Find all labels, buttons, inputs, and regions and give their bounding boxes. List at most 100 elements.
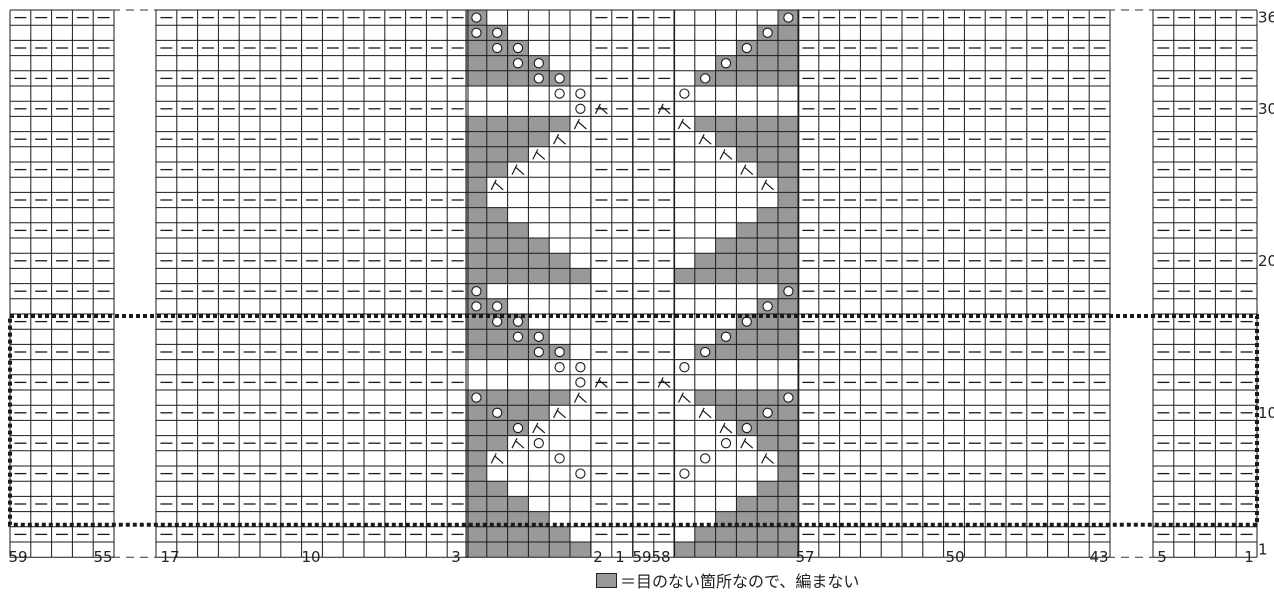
stitch-number-label: 55 [93, 548, 112, 566]
no-stitch-cell [778, 116, 799, 132]
no-stitch-cell [674, 268, 695, 284]
yarn-over-circle-symbol [783, 392, 794, 403]
no-stitch-cell [694, 268, 716, 284]
no-stitch-cell [486, 329, 508, 345]
no-stitch-cell [507, 344, 529, 360]
no-stitch-cell [507, 526, 529, 542]
yarn-over-circle-symbol [700, 73, 711, 84]
no-stitch-cell [778, 238, 799, 254]
yarn-over-circle-symbol [762, 27, 773, 38]
no-stitch-cell [778, 131, 799, 147]
no-stitch-cell [778, 146, 799, 162]
no-stitch-cell [528, 116, 550, 132]
k2tog-symbol [532, 149, 546, 160]
no-stitch-cell [736, 329, 758, 345]
yarn-over-circle-symbol [741, 422, 752, 434]
no-stitch-cell [778, 192, 799, 208]
no-stitch-cell [466, 314, 487, 330]
k2tog-symbol [573, 392, 587, 404]
k2tog-symbol [553, 133, 566, 145]
no-stitch-cell [507, 116, 529, 132]
no-stitch-cell [528, 526, 550, 542]
yarn-over-circle-symbol [575, 377, 586, 388]
yarn-over-circle-symbol [720, 58, 732, 69]
yarn-over-circle-symbol [554, 346, 565, 358]
no-stitch-cell [715, 390, 737, 406]
no-stitch-cell [466, 192, 487, 208]
no-stitch-cell [778, 162, 799, 178]
highlight-box [8, 314, 1259, 527]
k2tog-symbol [719, 422, 733, 434]
no-stitch-cell [757, 116, 778, 132]
yarn-over-circle-symbol [512, 42, 524, 54]
no-stitch-cell [778, 25, 799, 41]
yarn-over-circle-symbol [471, 12, 482, 23]
yarn-over-circle-symbol [492, 42, 503, 54]
row-number-label: 1 [1258, 541, 1268, 559]
k2tog-symbol [594, 103, 608, 115]
no-stitch-cell [486, 222, 508, 238]
no-stitch-cell [736, 70, 758, 86]
yarn-over-circle-symbol [762, 301, 773, 312]
no-stitch-cell [757, 238, 778, 254]
no-stitch-cell [466, 222, 487, 238]
no-stitch-cell [778, 70, 799, 86]
legend-text: ＝目のない箇所なので、編まない [620, 572, 860, 591]
no-stitch-cell [486, 116, 508, 132]
no-stitch-cell [778, 298, 799, 314]
no-stitch-cell [715, 344, 737, 360]
no-stitch-cell [486, 496, 508, 512]
no-stitch-cell [466, 207, 487, 223]
no-stitch-cell [466, 116, 487, 132]
no-stitch-cell [507, 542, 529, 558]
no-stitch-cell [674, 542, 695, 558]
k2tog-symbol [532, 422, 546, 434]
no-stitch-cell [736, 542, 758, 558]
k2tog-symbol [740, 437, 754, 449]
no-stitch-cell [486, 55, 508, 71]
no-stitch-cell [466, 70, 487, 86]
k2tog-symbol [657, 377, 671, 388]
no-stitch-cell [507, 222, 529, 238]
no-stitch-cell [466, 55, 487, 71]
yarn-over-circle-symbol [679, 88, 690, 99]
no-stitch-cell [757, 146, 778, 162]
no-stitch-cell [528, 238, 550, 254]
yarn-over-circle-symbol [533, 346, 544, 358]
no-stitch-cell [528, 390, 550, 406]
no-stitch-cell [486, 526, 508, 542]
yarn-over-circle-symbol [533, 331, 544, 342]
yarn-over-circle-symbol [471, 301, 482, 312]
no-stitch-cell [778, 511, 799, 527]
k2tog-symbol [594, 377, 608, 388]
no-stitch-cell [736, 146, 758, 162]
yarn-over-circle-symbol [471, 286, 482, 297]
no-stitch-cell [757, 70, 778, 86]
no-stitch-cell [715, 70, 737, 86]
no-stitch-cell [528, 253, 550, 269]
no-stitch-cell [486, 481, 508, 497]
no-stitch-cell [466, 177, 487, 193]
no-stitch-cell [757, 390, 778, 406]
no-stitch-cell [466, 238, 487, 254]
yarn-over-circle-symbol [471, 27, 482, 38]
stitch-number-label: 50 [945, 548, 964, 566]
no-stitch-cell [466, 420, 487, 436]
yarn-over-circle-symbol [700, 453, 711, 464]
no-stitch-cell [778, 177, 799, 193]
k2tog-symbol [719, 149, 733, 160]
no-stitch-cell [757, 481, 778, 497]
no-stitch-cell [549, 116, 570, 132]
no-stitch-cell [466, 466, 487, 482]
no-stitch-cell [507, 405, 529, 421]
yarn-over-circle-symbol [492, 27, 503, 38]
no-stitch-cell [757, 222, 778, 238]
k2tog-symbol [573, 118, 587, 130]
yarn-over-circle-symbol [471, 392, 482, 403]
yarn-over-symbols [471, 12, 794, 479]
no-stitch-cell [757, 207, 778, 223]
row-number-label: 30 [1258, 100, 1274, 118]
no-stitch-cell [757, 496, 778, 512]
no-stitch-cell [528, 268, 550, 284]
yarn-over-circle-symbol [741, 316, 752, 327]
